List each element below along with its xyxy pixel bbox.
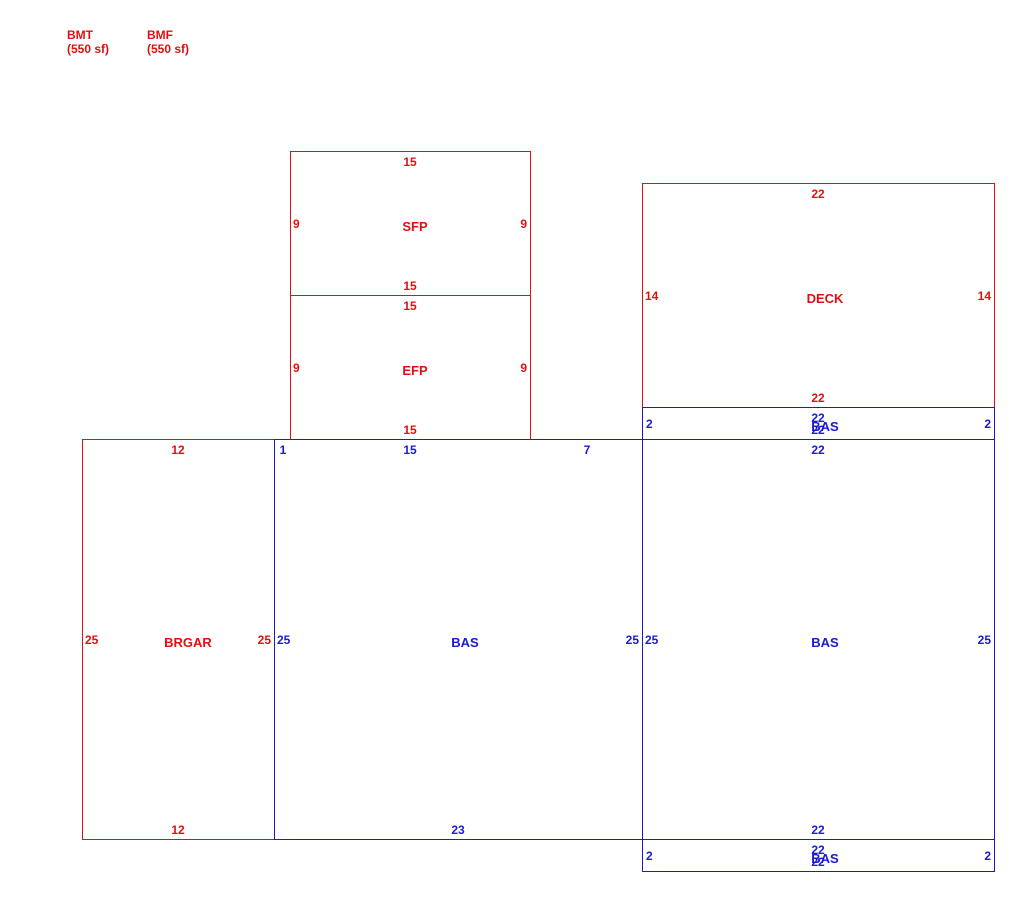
dim-left: 2 (646, 849, 653, 863)
dim-top: 22 (811, 411, 825, 425)
dim-top: 15 (403, 299, 417, 313)
area-label: BRGAR (164, 635, 212, 650)
area-bas-strip-top: BAS 22 22 2 2 (642, 407, 995, 440)
area-bas-right: BAS 22 22 25 25 (642, 439, 995, 840)
area-efp: EFP 15 15 9 9 (290, 295, 531, 440)
dim-right: 2 (984, 849, 991, 863)
area-brgar: BRGAR 12 12 25 25 (82, 439, 275, 840)
dim-bottom: 23 (451, 823, 465, 837)
dim-top: 15 (403, 155, 417, 169)
area-outline (642, 407, 995, 440)
legend-bmt: BMT (550 sf) (67, 28, 109, 56)
dim-left: 9 (293, 361, 300, 375)
dim-bottom: 22 (811, 391, 825, 405)
dim-left: 25 (85, 633, 99, 647)
dim-left: 2 (646, 417, 653, 431)
dim-top-left: 1 (280, 443, 287, 457)
area-label: DECK (807, 291, 844, 306)
legend-code: BMF (147, 28, 173, 42)
area-sfp: SFP 15 15 9 9 (290, 151, 531, 296)
dim-bottom: 15 (403, 423, 417, 437)
area-label: BAS (811, 635, 839, 650)
legend-area: (550 sf) (147, 42, 190, 56)
legend-area: (550 sf) (67, 42, 110, 56)
dim-right: 14 (978, 289, 992, 303)
dim-left: 25 (645, 633, 659, 647)
dim-right: 25 (626, 633, 640, 647)
dim-left: 25 (277, 633, 291, 647)
legend-bmf: BMF (550 sf) (147, 28, 189, 56)
dim-right: 2 (984, 417, 991, 431)
legend-code: BMT (67, 28, 93, 42)
area-deck: DECK 22 22 14 14 (642, 183, 995, 408)
dim-left: 9 (293, 217, 300, 231)
area-bas-main: BAS 1 15 7 23 25 25 (274, 439, 643, 840)
dim-top: 12 (171, 443, 185, 457)
dim-bottom: 22 (811, 823, 825, 837)
dim-right: 25 (258, 633, 272, 647)
dim-bottom: 15 (403, 279, 417, 293)
area-bas-strip-bottom: BAS 22 22 2 2 (642, 839, 995, 872)
area-label: BAS (811, 851, 839, 866)
dim-right: 9 (520, 361, 527, 375)
dim-top: 22 (811, 843, 825, 857)
area-label: EFP (402, 363, 428, 378)
dim-top: 22 (811, 443, 825, 457)
dim-bottom: 22 (811, 855, 825, 869)
dim-top-right: 7 (584, 443, 591, 457)
dim-top: 22 (811, 187, 825, 201)
area-outline (642, 839, 995, 872)
dim-bottom: 12 (171, 823, 185, 837)
dim-top: 15 (403, 443, 417, 457)
area-label: BAS (451, 635, 479, 650)
dim-left: 14 (645, 289, 659, 303)
dim-bottom: 22 (811, 423, 825, 437)
dim-right: 25 (978, 633, 992, 647)
dim-right: 9 (520, 217, 527, 231)
area-label: SFP (402, 219, 428, 234)
area-label: BAS (811, 419, 839, 434)
